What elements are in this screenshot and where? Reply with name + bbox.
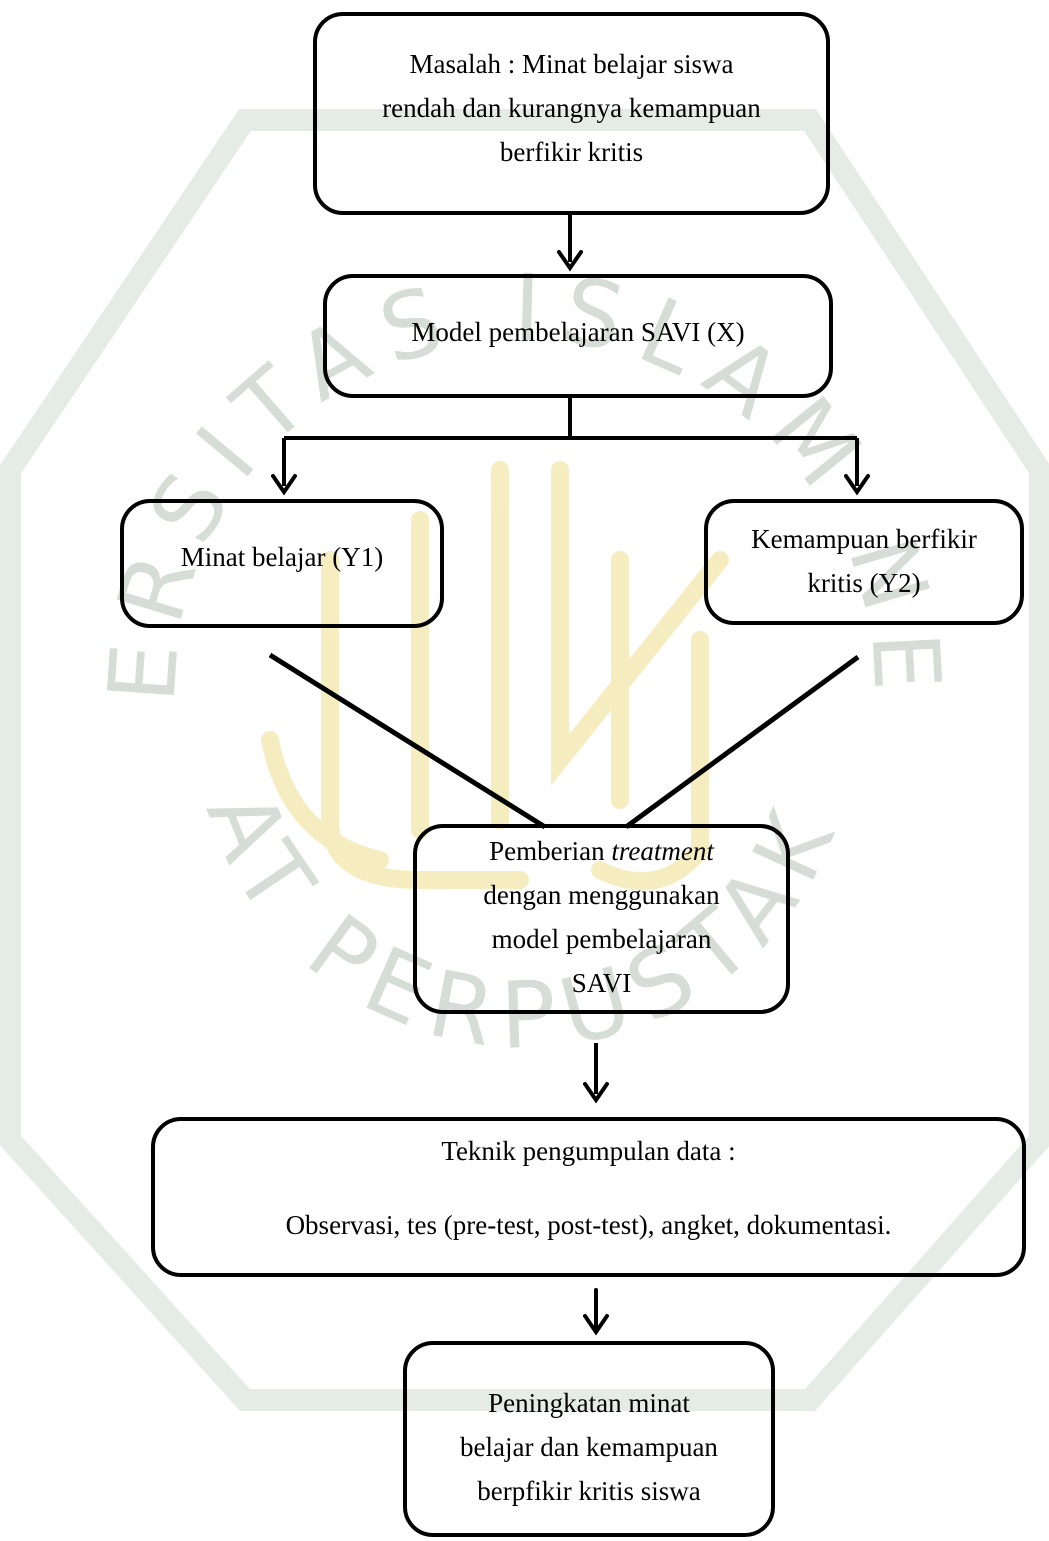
treatment-line-3: model pembelajaran: [491, 924, 712, 954]
problem-line-3: berfikir kritis: [499, 137, 644, 167]
arrow-head: [583, 1314, 609, 1336]
collection-methods: Observasi, tes (pre-test, post-test), an…: [285, 1210, 892, 1240]
treatment-box: Pemberian treatment dengan menggunakan m…: [413, 824, 790, 1014]
treatment-italic: treatment: [611, 836, 714, 866]
critical-thinking-box: Kemampuan berfikir kritis (Y2): [704, 499, 1024, 625]
critical-line-1: Kemampuan berfikir: [751, 524, 977, 554]
problem-box: Masalah : Minat belajar siswa rendah dan…: [313, 12, 830, 215]
arrow-head: [557, 250, 583, 272]
arrow-head: [583, 1082, 609, 1104]
problem-line-2: rendah dan kurangnya kemampuan: [382, 93, 761, 123]
model-box: Model pembelajaran SAVI (X): [323, 274, 833, 398]
treatment-line-2: dengan menggunakan: [483, 880, 720, 910]
critical-line-2: kritis (Y2): [807, 568, 921, 598]
interest-box: Minat belajar (Y1): [120, 499, 444, 628]
treatment-line-4: SAVI: [571, 968, 632, 998]
data-collection-box: Teknik pengumpulan data : Observasi, tes…: [151, 1117, 1026, 1277]
treatment-prefix: Pemberian: [489, 836, 612, 866]
outcome-box: Peningkatan minat belajar dan kemampuan …: [403, 1341, 775, 1537]
problem-line-1: Masalah : Minat belajar siswa: [409, 49, 734, 79]
outcome-line-3: berpfikir kritis siswa: [477, 1476, 701, 1506]
arrow-head: [271, 474, 297, 496]
interest-label: Minat belajar (Y1): [180, 542, 384, 572]
collection-title: Teknik pengumpulan data :: [441, 1136, 736, 1166]
arrow-head: [844, 474, 870, 496]
treatment-line-1: Pemberian treatment: [489, 829, 714, 873]
outcome-line-2: belajar dan kemampuan: [460, 1432, 718, 1462]
model-label: Model pembelajaran SAVI (X): [411, 317, 745, 347]
outcome-line-1: Peningkatan minat: [488, 1388, 690, 1418]
